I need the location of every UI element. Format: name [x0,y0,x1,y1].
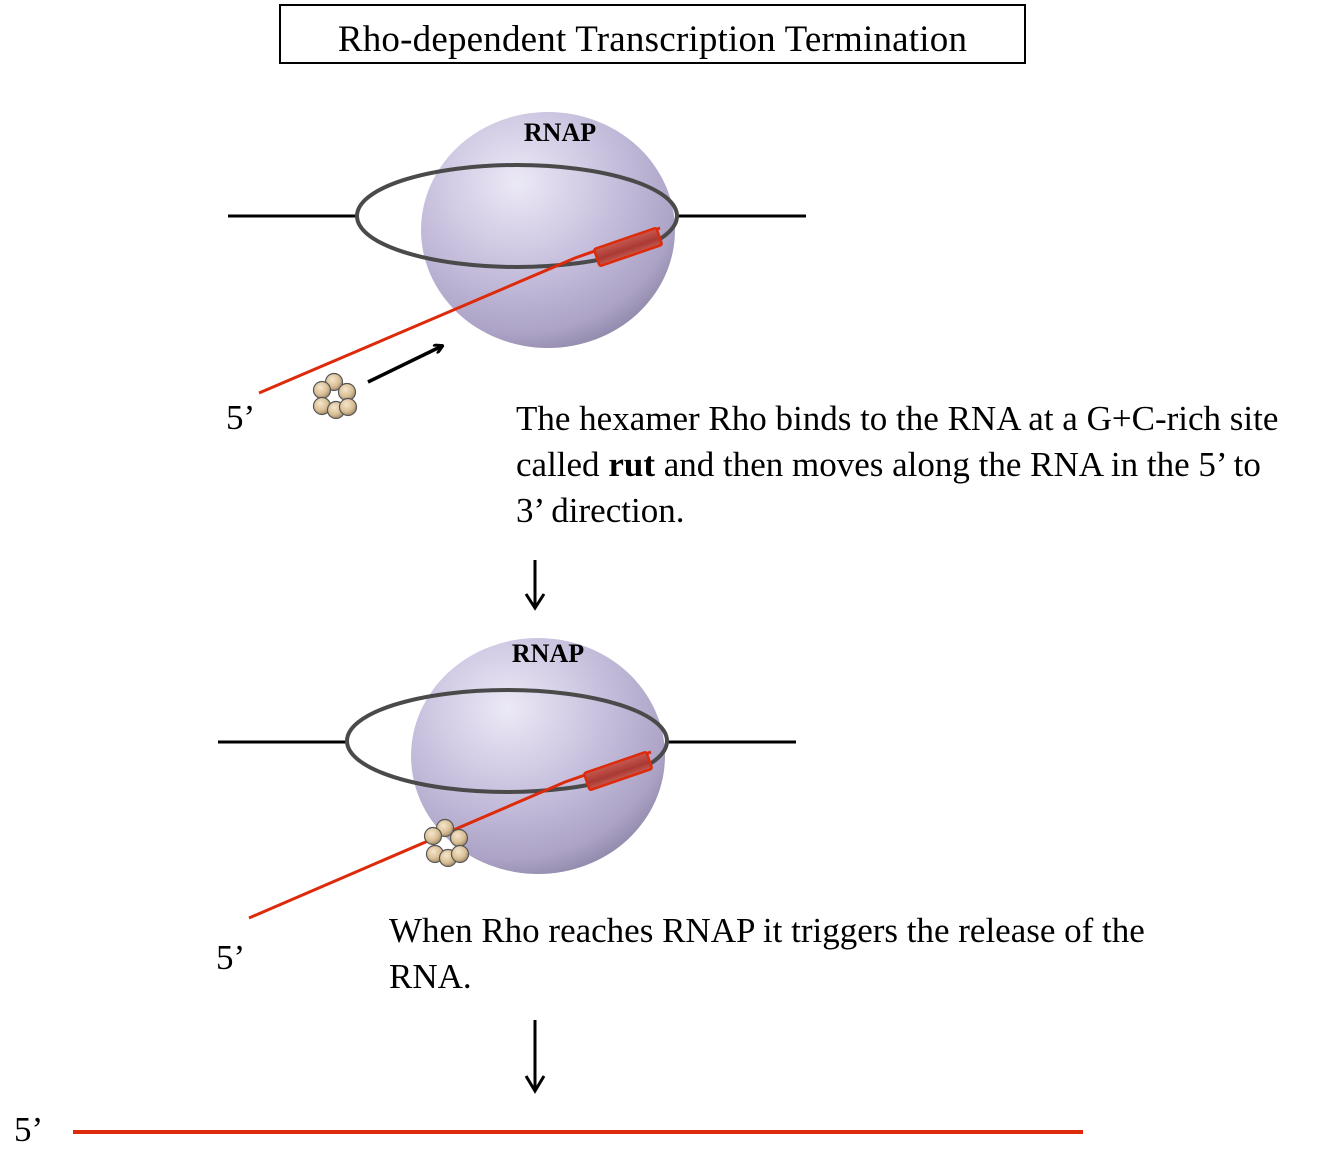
rna-dna-hybrid [583,751,653,791]
step-1: RNAP [228,112,806,420]
rho-direction-arrow [367,346,442,384]
rho-hexamer [423,818,470,868]
rnap-sphere [421,112,675,348]
caption-step-2: When Rho reaches RNAP it triggers the re… [389,911,1145,996]
step-2: RNAP [218,638,796,920]
rna-dna-hybrid [593,227,663,267]
caption-text: and then moves along the RNA in the 5’ t… [516,445,1261,530]
down-arrow-2 [524,1020,546,1094]
diagram-title: Rho-dependent Transcription Termination [337,19,968,60]
transcription-bubble [345,688,669,794]
five-prime-label-3: 5’ [14,1110,44,1149]
transcription-bubble [355,163,679,269]
rnap-sphere [411,638,665,874]
caption-text: The hexamer Rho binds to the RNA at a G+… [516,399,1279,484]
rho-hexamer [312,372,358,420]
caption-bold-term: rut [608,445,655,484]
rnap-label: RNAP [524,118,596,147]
rnap-label: RNAP [512,639,584,668]
five-prime-label-1: 5’ [226,398,256,437]
five-prime-label-2: 5’ [216,938,246,977]
title-box: Rho-dependent Transcription Termination [279,4,1026,64]
down-arrow-1 [524,560,546,611]
caption-step-1: The hexamer Rho binds to the RNA at a G+… [516,396,1296,534]
